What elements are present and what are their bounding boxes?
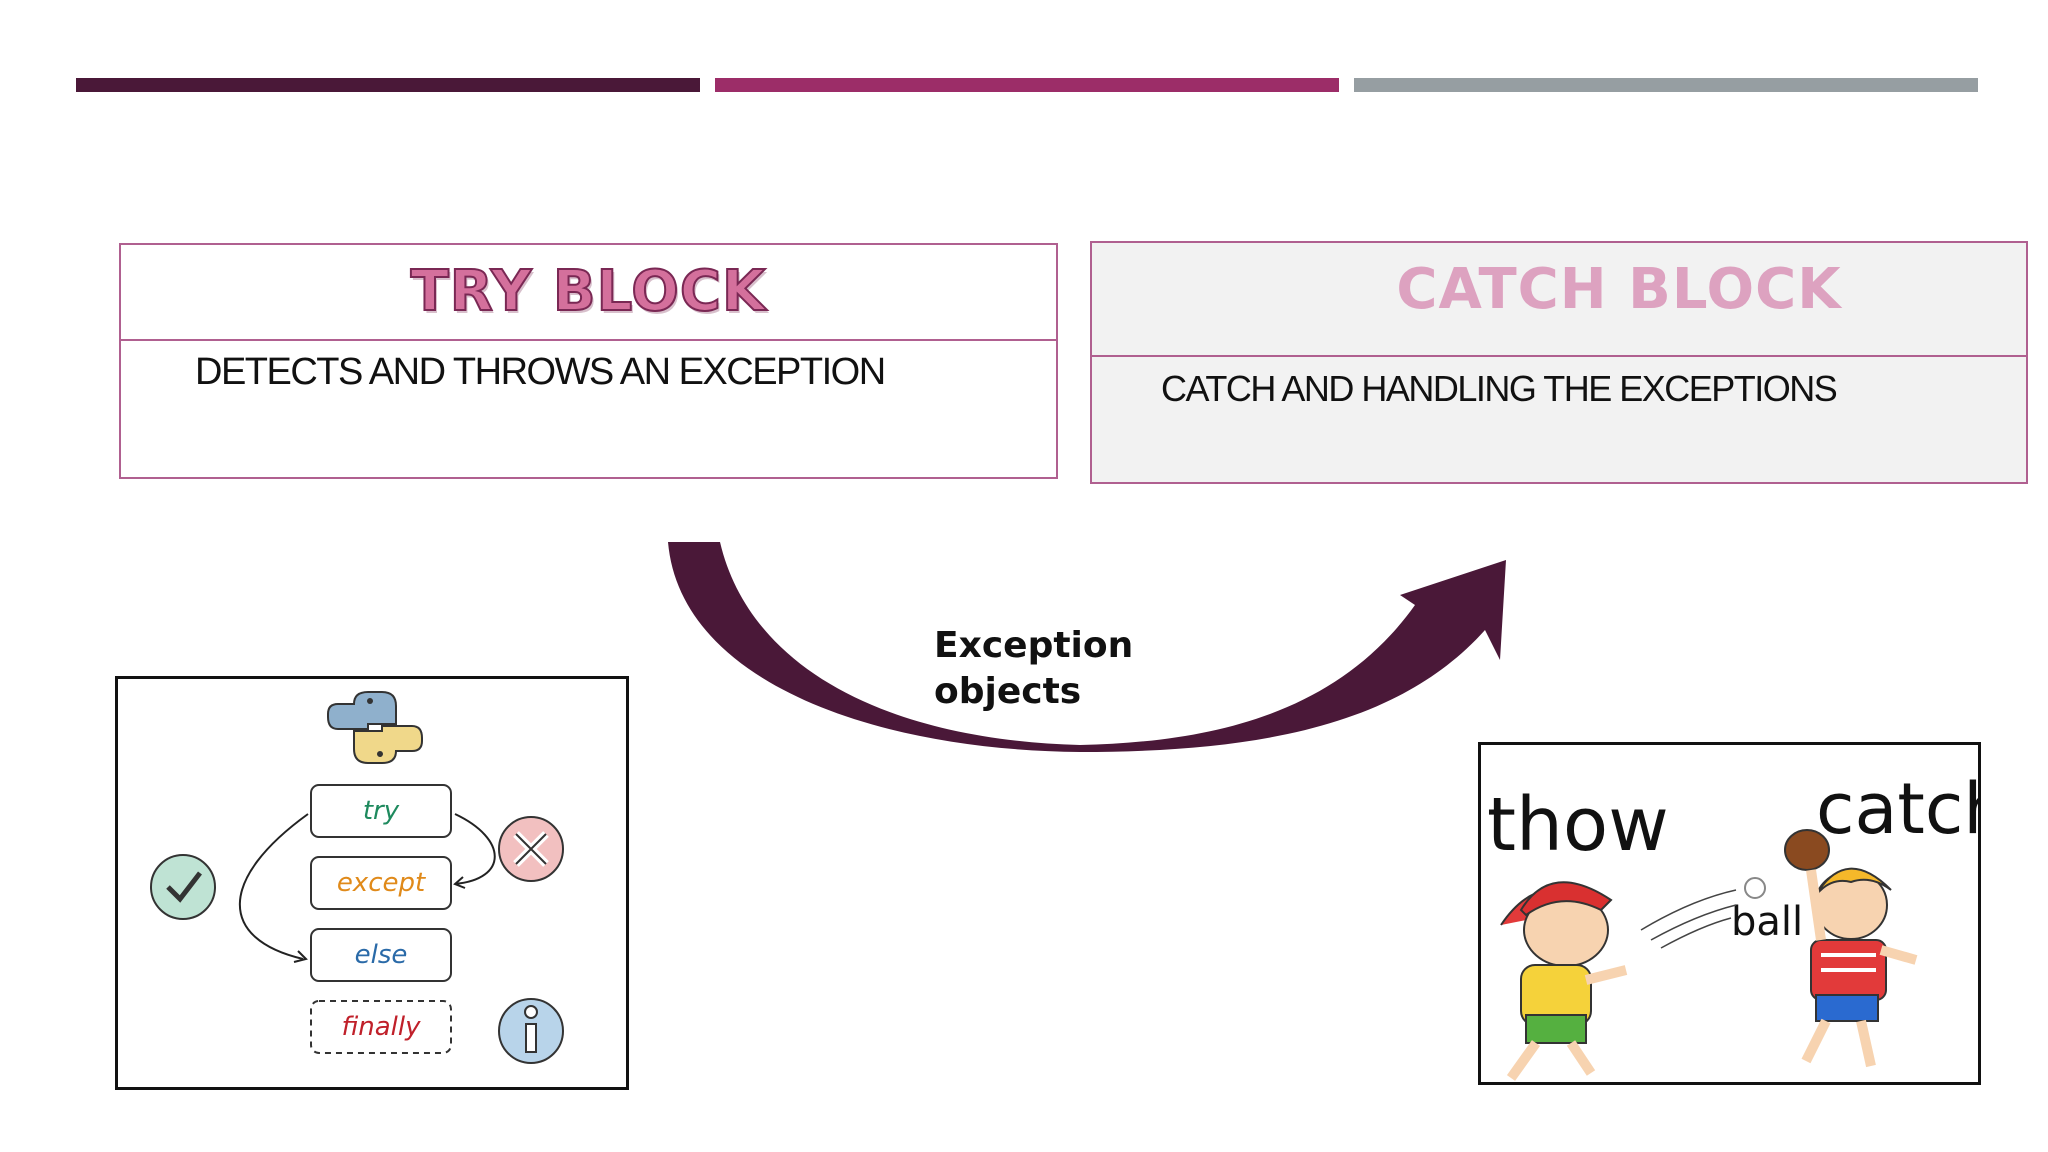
try-block-description: DETECTS AND THROWS AN EXCEPTION (195, 351, 886, 393)
ball-label: ball (1731, 899, 1803, 945)
catch-block-title: CATCH BLOCK (1396, 257, 1842, 322)
step-try: try (363, 796, 400, 826)
info-icon (498, 998, 564, 1064)
step-else: else (355, 940, 408, 970)
step-finally: finally (341, 1012, 421, 1042)
throw-catch-illustration: thow catch ball (1478, 742, 1981, 1085)
catch-block-box: CATCH BLOCK CATCH AND HANDLING THE EXCEP… (1090, 241, 2028, 484)
arrow-label-line1: Exception (934, 625, 1134, 666)
accent-bar-dark (76, 78, 700, 92)
try-block-divider (121, 339, 1056, 341)
thrower-kid-icon (1500, 881, 1628, 1081)
check-icon (150, 854, 216, 920)
catch-block-divider (1092, 355, 2026, 357)
x-icon (498, 816, 564, 882)
catcher-kid-icon (1784, 829, 1918, 1068)
baseball-icon (1640, 877, 1766, 949)
arrow-label-line2: objects (934, 671, 1082, 712)
throw-label: thow (1487, 782, 1669, 868)
try-block-box: TRY BLOCK DETECTS AND THROWS AN EXCEPTIO… (119, 243, 1058, 479)
accent-bar-magenta (715, 78, 1339, 92)
try-block-title: TRY BLOCK (410, 258, 767, 325)
arrow-label: Exception objects (934, 623, 1133, 715)
python-flow-illustration: try except else finally (115, 676, 629, 1090)
catch-label: catch (1816, 768, 1978, 850)
catch-block-description: CATCH AND HANDLING THE EXCEPTIONS (1161, 368, 1838, 409)
python-logo-icon (327, 691, 423, 764)
step-except: except (337, 868, 426, 898)
accent-bar-gray (1354, 78, 1978, 92)
